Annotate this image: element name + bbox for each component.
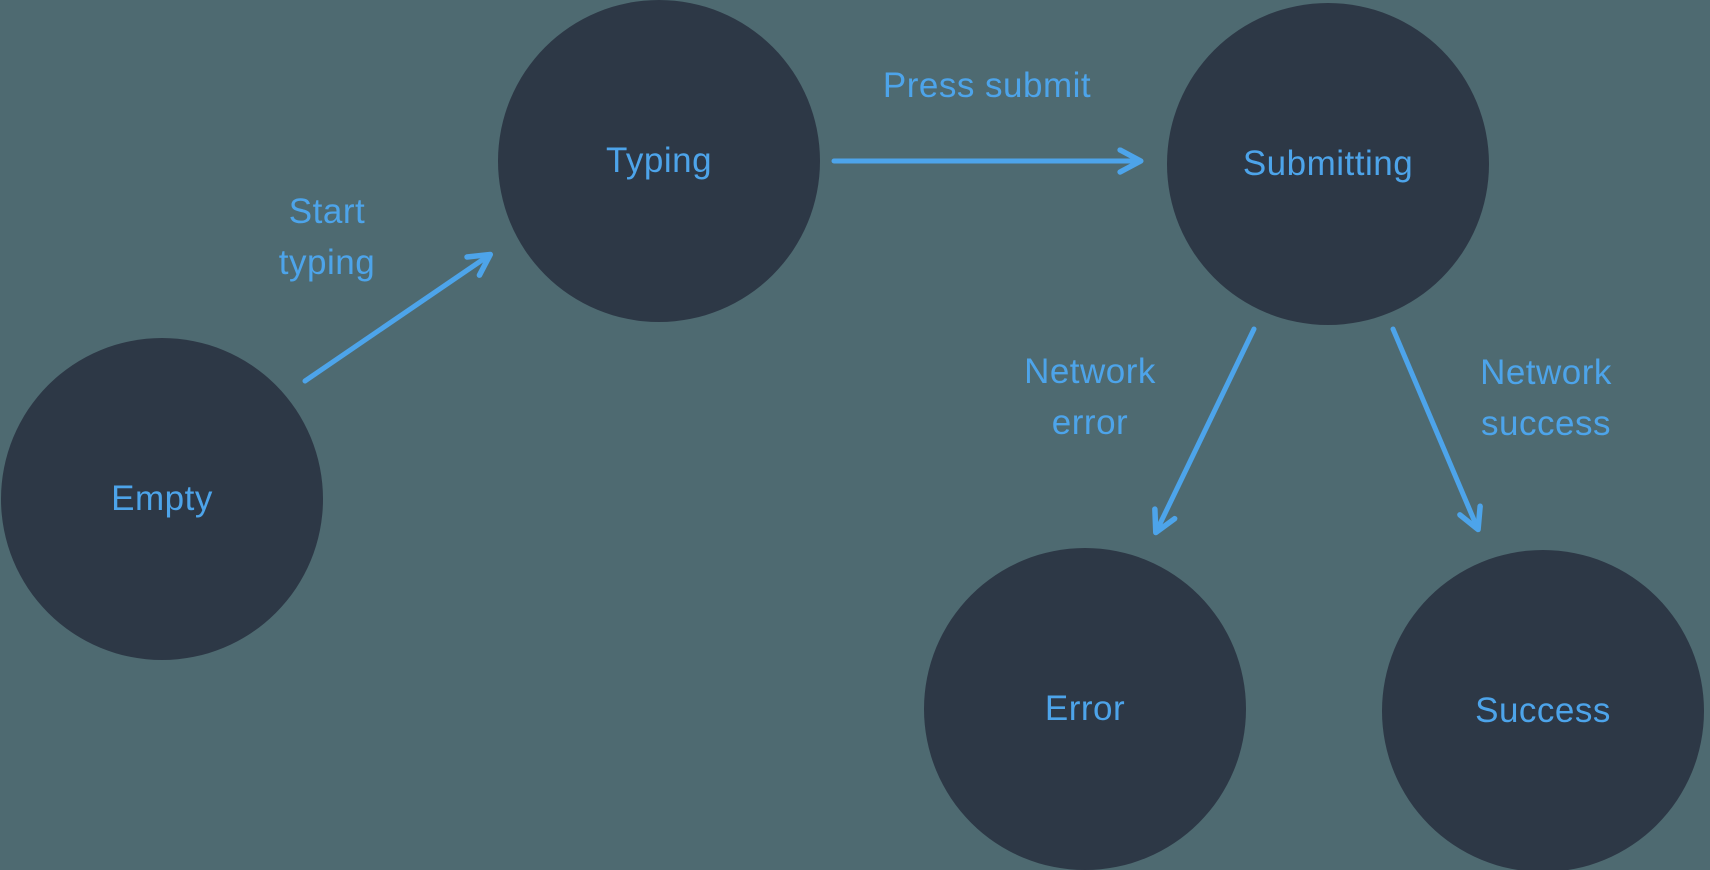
state-node-submitting: Submitting (1167, 3, 1489, 325)
edge-label-line: Start (288, 192, 366, 231)
edge-label-line: success (1481, 404, 1611, 443)
edge-label-network-success: Network success (1426, 347, 1666, 449)
state-node-error: Error (924, 548, 1246, 870)
edge-label-line: Network (1480, 353, 1612, 392)
state-node-success: Success (1382, 550, 1704, 870)
edge-label-press-submit: Press submit (837, 60, 1137, 111)
edge-label-line: Press submit (882, 66, 1092, 105)
state-node-empty: Empty (1, 338, 323, 660)
edge-label-network-error: Network error (970, 346, 1210, 448)
edge-label-line: Network (1024, 352, 1156, 391)
state-node-label: Submitting (1242, 144, 1414, 183)
edge-label-line: error (1051, 403, 1129, 442)
state-node-typing: Typing (498, 0, 820, 322)
state-node-label: Typing (605, 141, 713, 180)
state-node-label: Empty (111, 479, 213, 518)
state-node-label: Success (1475, 691, 1611, 730)
edge-label-start-typing: Start typing (217, 186, 437, 288)
state-node-label: Error (1044, 689, 1126, 728)
edge-label-line: typing (278, 243, 376, 282)
